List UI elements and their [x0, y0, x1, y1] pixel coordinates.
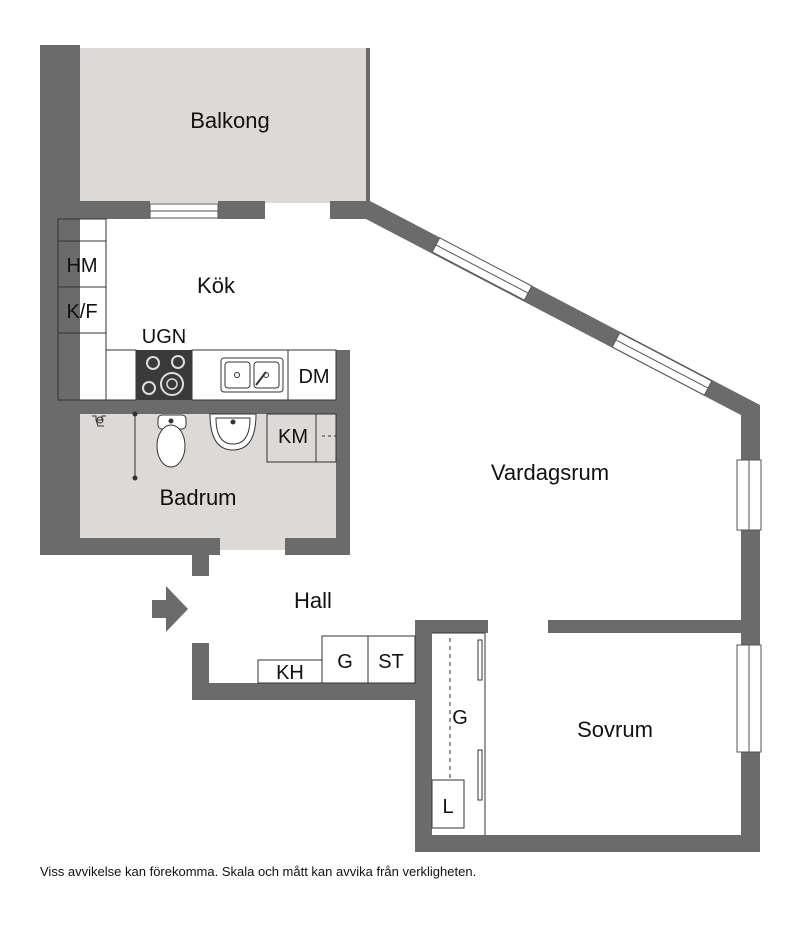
room-label-sovrum: Sovrum [577, 717, 653, 742]
room-label-vardagsrum: Vardagsrum [491, 460, 609, 485]
fixture-label-km: KM [278, 426, 308, 448]
disclaimer-text: Viss avvikelse kan förekomma. Skala och … [40, 864, 477, 879]
bathroom-floor [75, 413, 336, 550]
fixture-label-hm: HM [66, 255, 97, 277]
entrance-arrow-icon [152, 586, 188, 632]
washbasin-icon [209, 413, 257, 451]
windows [149, 203, 762, 753]
fixture-label-dm: DM [298, 366, 329, 388]
room-label-kok: Kök [197, 273, 236, 298]
toilet-icon [156, 414, 187, 468]
fixture-label-g-sovrum: G [452, 707, 468, 729]
balcony-floor [79, 48, 368, 203]
kitchen-cabinets [57, 218, 337, 401]
stove-icon [136, 350, 192, 400]
fixture-label-ugn: UGN [142, 326, 186, 348]
fixture-label-g-hall: G [337, 651, 353, 673]
fixture-label-l: L [442, 796, 453, 818]
shower-icon [92, 411, 138, 481]
room-label-balkong: Balkong [190, 108, 270, 133]
fixture-label-kf: K/F [66, 301, 97, 323]
km-cabinet [266, 413, 337, 463]
room-label-badrum: Badrum [159, 485, 236, 510]
fixture-label-st: ST [378, 651, 404, 673]
fixture-label-kh: KH [276, 662, 304, 684]
room-label-hall: Hall [294, 588, 332, 613]
sink-icon [220, 357, 284, 393]
hall-cabinets [257, 635, 416, 684]
bedroom-wardrobe [431, 632, 486, 835]
